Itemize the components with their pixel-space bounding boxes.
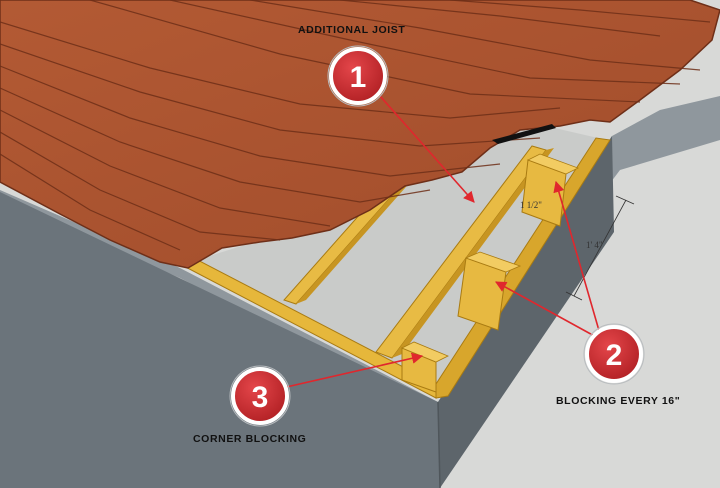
callout-3: 3 <box>229 365 291 427</box>
deck-board-seams <box>0 0 711 251</box>
dimension-spacing-1: 1' 4" <box>586 240 603 250</box>
additional-joist-side <box>392 148 554 358</box>
dimension-line <box>573 199 627 297</box>
label-additional-joist: ADDITIONAL JOIST <box>298 24 405 36</box>
callout-number: 3 <box>252 381 269 414</box>
label-blocking: BLOCKING EVERY 16" <box>556 395 680 407</box>
dimension-marks <box>565 195 635 301</box>
blocking <box>401 153 580 393</box>
label-corner-blocking: CORNER BLOCKING <box>193 433 306 445</box>
arrow-blocking-lower <box>495 281 599 339</box>
callout-number: 2 <box>606 339 623 372</box>
callout-arrows <box>281 95 601 389</box>
blocking-piece-top <box>464 251 522 273</box>
decking <box>0 0 720 269</box>
blocking-piece-top <box>526 153 580 175</box>
dimension-tick <box>565 291 583 301</box>
callout-badge <box>231 367 289 425</box>
foundation-side-face <box>438 136 614 488</box>
dimension-tick <box>615 195 635 205</box>
corner-blocking-top <box>401 341 449 363</box>
arrow-additional-joist <box>379 95 475 203</box>
joist-side <box>296 162 428 304</box>
callout-badge <box>329 47 387 105</box>
dimension-spacing-2: 1 1/2" <box>520 200 542 210</box>
callout-badge <box>585 325 643 383</box>
side-rim-joist <box>435 137 611 399</box>
arrow-blocking-upper <box>553 180 601 335</box>
decking-gap <box>492 124 556 144</box>
decking-surface <box>0 0 720 269</box>
callout-number: 1 <box>350 61 367 94</box>
callout-1: 1 <box>327 45 389 107</box>
foundation-front-face <box>0 192 440 488</box>
ground-under-framing <box>190 120 598 392</box>
callout-2: 2 <box>583 323 645 385</box>
arrow-corner-blocking <box>281 352 424 389</box>
